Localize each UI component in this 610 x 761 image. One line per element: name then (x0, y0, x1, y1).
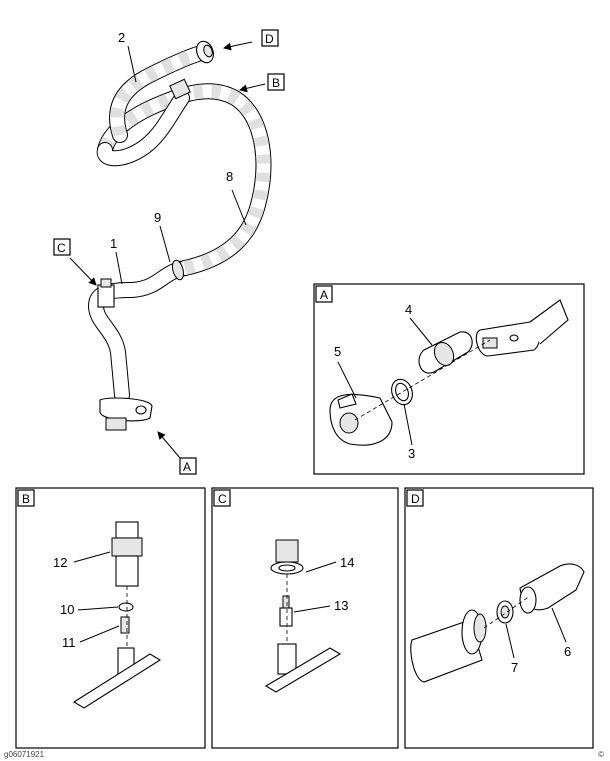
detail-a-panel: A (313, 283, 585, 475)
callout-8: 8 (226, 169, 233, 184)
callout-11: 11 (62, 635, 76, 650)
callout-7: 7 (511, 660, 518, 675)
letter-box-b (267, 73, 285, 91)
leader-11 (79, 625, 120, 643)
letter-box-d (261, 29, 279, 47)
callout-12: 12 (53, 555, 67, 570)
detail-b-panel: B (15, 487, 206, 749)
callout-2: 2 (118, 30, 125, 45)
letter-b: B (272, 76, 280, 90)
callout-9: 9 (154, 210, 161, 225)
detail-a-letter: A (320, 288, 328, 302)
callout-5: 5 (334, 344, 341, 359)
letter-d: D (265, 32, 274, 46)
callout-4: 4 (405, 302, 412, 317)
callout-1: 1 (110, 236, 117, 251)
leader-5 (337, 361, 357, 399)
leader-1 (115, 251, 123, 285)
callout-10: 10 (60, 602, 74, 617)
leader-10 (77, 606, 119, 611)
detail-d-letter: D (411, 492, 420, 506)
arrow-a (157, 431, 181, 459)
callout-3: 3 (408, 446, 415, 461)
arrow-d (223, 41, 253, 51)
arrow-b (239, 83, 266, 93)
figure-id: g06071921 (4, 750, 45, 759)
leader-4 (409, 317, 433, 346)
leader-14 (305, 561, 337, 573)
arrow-c (69, 257, 97, 286)
leader-6 (551, 607, 567, 643)
callout-6: 6 (564, 644, 571, 659)
leader-9 (159, 225, 171, 263)
leader-2 (127, 45, 137, 83)
leader-8 (231, 189, 247, 226)
letter-a: A (183, 460, 191, 474)
detail-d-panel: D (404, 487, 594, 749)
letter-c: C (57, 241, 66, 255)
copyright-mark: © (598, 750, 604, 759)
letter-box-a (179, 457, 197, 475)
leader-13 (293, 605, 331, 613)
leader-12 (73, 551, 111, 563)
callout-14: 14 (340, 555, 354, 570)
callout-13: 13 (334, 598, 348, 613)
letter-box-c (53, 238, 71, 256)
leader-7 (505, 623, 515, 659)
detail-c-panel: C (211, 487, 399, 749)
hose-assembly (88, 40, 272, 431)
leader-3 (403, 403, 413, 446)
detail-c-letter: C (218, 492, 227, 506)
detail-b-letter: B (22, 492, 30, 506)
